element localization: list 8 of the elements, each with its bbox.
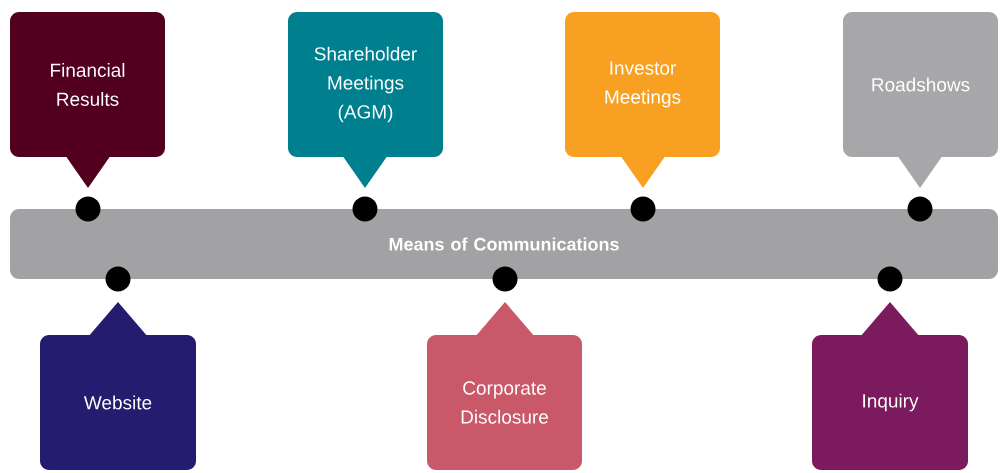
callout-box: Investor Meetings	[565, 12, 720, 188]
callout-box: Financial Results	[10, 12, 165, 188]
callout-box: Inquiry	[812, 302, 968, 470]
callout-box: Roadshows	[843, 12, 998, 188]
timeline-bar: Means of Communications	[10, 209, 998, 279]
callout-box: Corporate Disclosure	[427, 302, 582, 470]
callout-box: Shareholder Meetings (AGM)	[288, 12, 443, 188]
callout-box: Website	[40, 302, 196, 470]
